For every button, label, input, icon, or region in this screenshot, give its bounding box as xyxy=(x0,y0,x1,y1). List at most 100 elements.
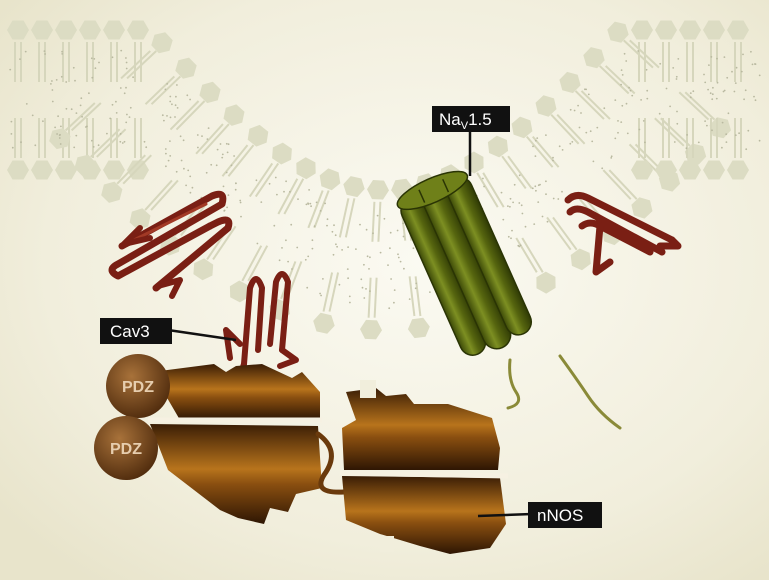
membrane-speckle xyxy=(676,76,678,78)
membrane-speckle xyxy=(126,62,128,64)
membrane-speckle xyxy=(91,140,93,142)
membrane-speckle xyxy=(106,133,108,135)
membrane-speckle xyxy=(666,88,668,90)
membrane-speckle xyxy=(731,71,733,73)
membrane-speckle xyxy=(521,204,523,206)
membrane-speckle xyxy=(339,284,341,286)
membrane-speckle xyxy=(698,142,700,144)
membrane-speckle xyxy=(306,287,308,289)
membrane-speckle xyxy=(723,91,725,93)
membrane-speckle xyxy=(93,58,95,60)
membrane-speckle xyxy=(71,108,73,110)
membrane-speckle xyxy=(319,293,321,295)
membrane-speckle xyxy=(316,202,318,204)
membrane-speckle xyxy=(643,120,645,122)
membrane-speckle xyxy=(402,223,404,225)
membrane-speckle xyxy=(273,225,275,227)
membrane-speckle xyxy=(725,133,727,135)
membrane-speckle xyxy=(365,288,367,290)
membrane-speckle xyxy=(690,96,692,98)
membrane-speckle xyxy=(674,141,676,143)
membrane-speckle xyxy=(631,95,633,97)
membrane-speckle xyxy=(312,248,314,250)
membrane-speckle xyxy=(716,98,718,100)
membrane-speckle xyxy=(11,133,13,135)
membrane-speckle xyxy=(336,246,338,248)
membrane-speckle xyxy=(579,127,581,129)
membrane-speckle xyxy=(628,87,630,89)
membrane-speckle xyxy=(240,216,242,218)
membrane-speckle xyxy=(11,121,13,123)
membrane-speckle xyxy=(625,60,627,62)
membrane-speckle xyxy=(235,189,237,191)
membrane-speckle xyxy=(19,58,21,60)
membrane-speckle xyxy=(74,80,76,82)
membrane-speckle xyxy=(380,252,382,254)
membrane-speckle xyxy=(309,203,311,205)
membrane-speckle xyxy=(735,82,737,84)
membrane-speckle xyxy=(372,232,374,234)
membrane-speckle xyxy=(741,71,743,73)
membrane-speckle xyxy=(711,56,713,58)
membrane-speckle xyxy=(174,116,176,118)
membrane-speckle xyxy=(124,92,126,94)
membrane-speckle xyxy=(324,203,326,205)
membrane-speckle xyxy=(20,141,22,143)
membrane-speckle xyxy=(669,106,671,108)
membrane-speckle xyxy=(81,116,83,118)
membrane-speckle xyxy=(538,184,540,186)
membrane-speckle xyxy=(359,224,361,226)
membrane-speckle xyxy=(66,108,68,110)
membrane-speckle xyxy=(73,147,75,149)
membrane-speckle xyxy=(621,105,623,107)
membrane-speckle xyxy=(585,132,587,134)
membrane-speckle xyxy=(42,120,44,122)
membrane-speckle xyxy=(750,51,752,53)
membrane-speckle xyxy=(501,192,503,194)
membrane-speckle xyxy=(710,92,712,94)
membrane-speckle xyxy=(112,104,114,106)
membrane-speckle xyxy=(26,103,28,105)
membrane-speckle xyxy=(180,135,182,137)
membrane-speckle xyxy=(281,247,283,249)
membrane-speckle xyxy=(640,99,642,101)
membrane-speckle xyxy=(335,243,337,245)
membrane-speckle xyxy=(279,259,281,261)
membrane-speckle xyxy=(310,205,312,207)
membrane-speckle xyxy=(545,134,547,136)
membrane-speckle xyxy=(132,76,134,78)
membrane-speckle xyxy=(512,202,514,204)
pdz-domain-top: PDZ xyxy=(106,354,170,418)
membrane-speckle xyxy=(562,149,564,151)
membrane-speckle xyxy=(614,138,616,140)
pdz-domain-bottom: PDZ xyxy=(94,416,158,480)
membrane-speckle xyxy=(735,134,737,136)
membrane-speckle xyxy=(177,107,179,109)
membrane-speckle xyxy=(755,99,757,101)
membrane-speckle xyxy=(126,114,128,116)
membrane-speckle xyxy=(677,58,679,60)
membrane-speckle xyxy=(570,109,572,111)
membrane-speckle xyxy=(210,164,212,166)
membrane-speckle xyxy=(590,130,592,132)
membrane-speckle xyxy=(207,138,209,140)
membrane-speckle xyxy=(221,157,223,159)
membrane-speckle xyxy=(659,63,661,65)
membrane-speckle xyxy=(571,141,573,143)
membrane-speckle xyxy=(119,141,121,143)
membrane-speckle xyxy=(297,198,299,200)
membrane-speckle xyxy=(312,239,314,241)
membrane-speckle xyxy=(388,307,390,309)
membrane-speckle xyxy=(525,226,527,228)
membrane-speckle xyxy=(537,201,539,203)
membrane-speckle xyxy=(690,92,692,94)
membrane-speckle xyxy=(181,160,183,162)
membrane-speckle xyxy=(721,147,723,149)
membrane-speckle xyxy=(390,278,392,280)
membrane-speckle xyxy=(175,96,177,98)
membrane-speckle xyxy=(360,278,362,280)
membrane-speckle xyxy=(88,92,90,94)
nnos-label-text: nNOS xyxy=(537,506,583,525)
